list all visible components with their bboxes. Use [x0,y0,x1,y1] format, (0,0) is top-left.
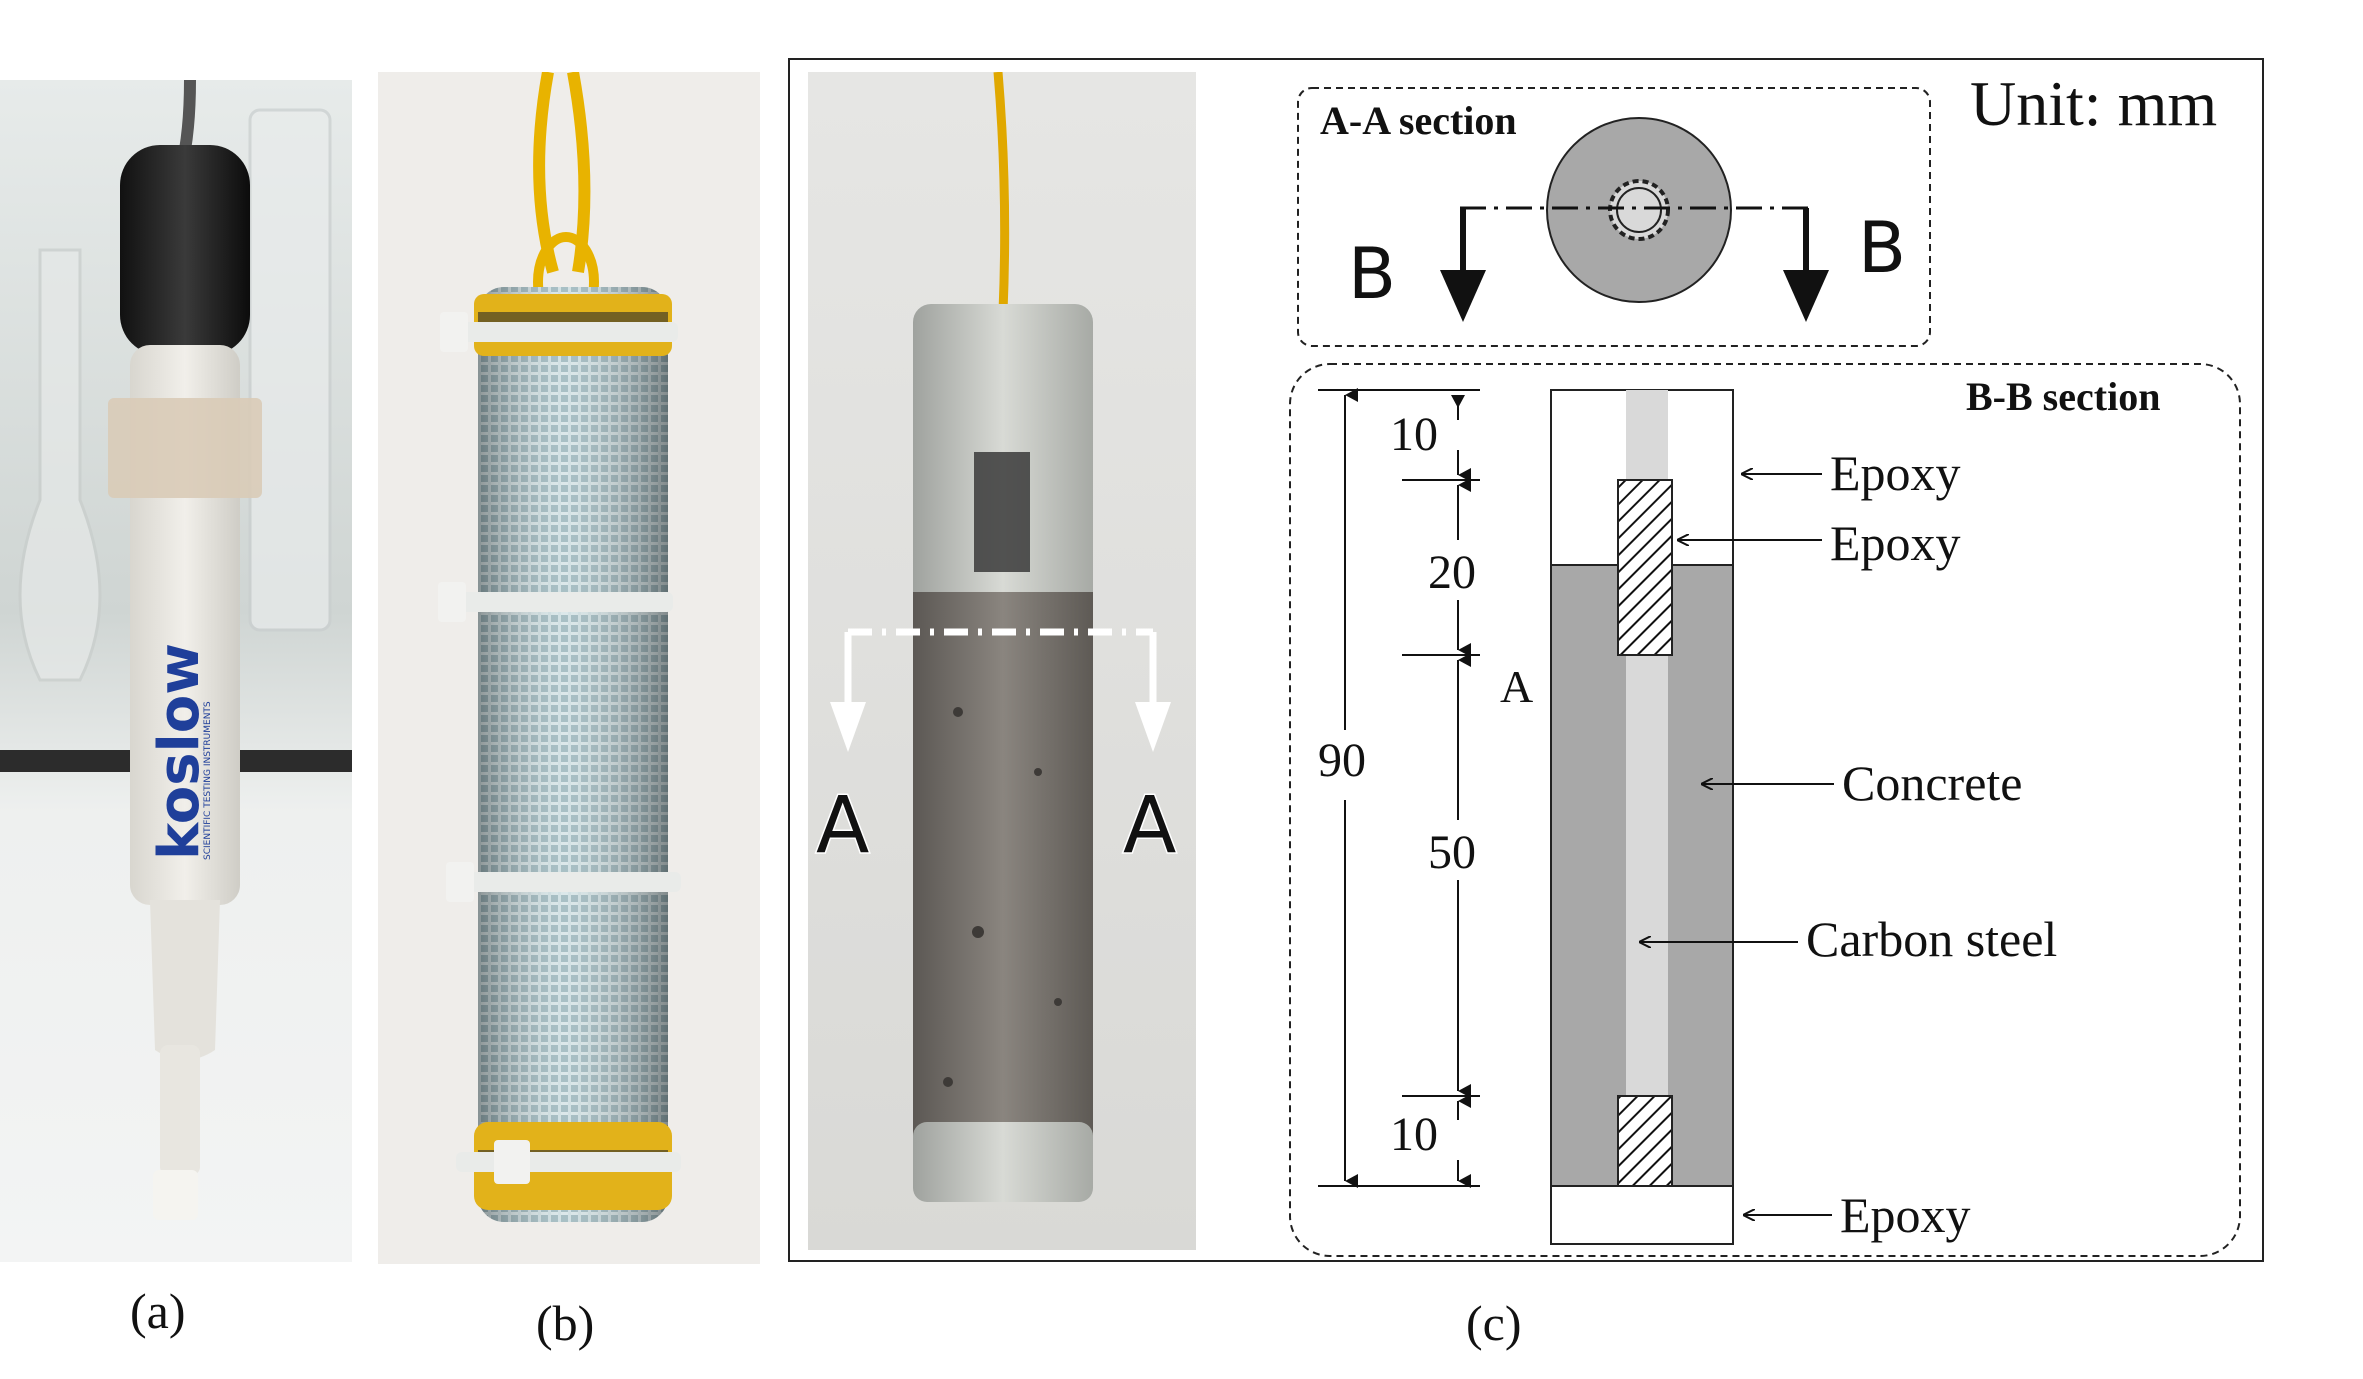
photo-probe: koslow SCIENTIFIC TESTING INSTRUMENTS [0,80,352,1262]
probe-subtitle-text: SCIENTIFIC TESTING INSTRUMENTS [203,701,213,860]
caption-c: (c) [1466,1295,1522,1351]
photo-concrete-specimen: A A [808,72,1196,1250]
panel-c-frame [788,58,2264,1262]
caption-b: (b) [536,1295,595,1351]
photo-section-label-right: A [1123,781,1176,871]
photo-section-label-left: A [816,781,869,871]
photo-mesh-specimen [378,72,760,1264]
caption-a: (a) [130,1283,186,1339]
probe-brand-text: koslow [147,643,212,860]
